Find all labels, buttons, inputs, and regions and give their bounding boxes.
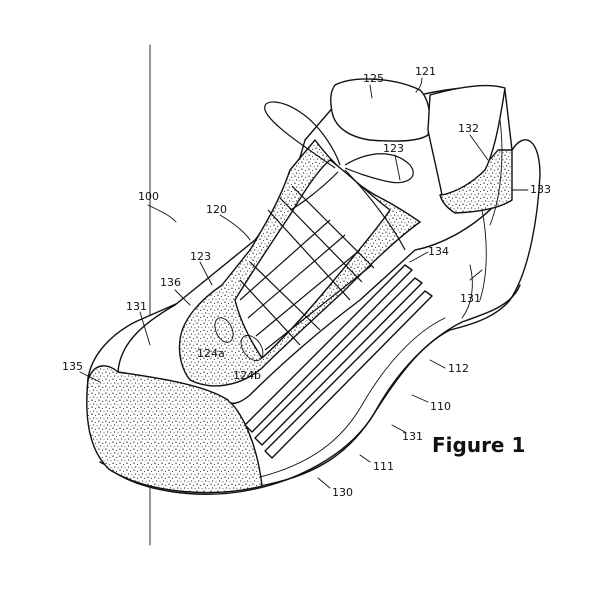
label-125: 125 — [363, 72, 384, 85]
label-135: 135 — [62, 360, 83, 373]
label-131-right: 131 — [460, 292, 481, 305]
figure-caption: Figure 1 — [432, 433, 525, 457]
midsole-line-inner — [255, 317, 446, 479]
label-112: 112 — [448, 362, 469, 375]
heel-line-2 — [461, 264, 473, 319]
label-124b: 124b — [233, 369, 261, 382]
label-100: 100 — [138, 190, 159, 203]
label-123-left: 123 — [190, 250, 211, 263]
heel-line-3 — [489, 119, 503, 226]
side-stripes — [244, 264, 433, 459]
label-131-bottom: 131 — [402, 430, 423, 443]
label-132: 132 — [458, 122, 479, 135]
tongue — [330, 78, 431, 142]
lace-tip-124a — [214, 317, 234, 343]
label-123-top: 123 — [383, 142, 404, 155]
lace-tip-124b — [240, 334, 264, 362]
label-111: 111 — [373, 460, 394, 473]
label-134: 134 — [428, 245, 449, 258]
leader-lines — [79, 77, 529, 489]
label-130: 130 — [332, 486, 353, 499]
label-133: 133 — [530, 183, 551, 196]
label-110: 110 — [430, 400, 451, 413]
laces — [239, 101, 414, 351]
label-136: 136 — [160, 276, 181, 289]
label-120: 120 — [206, 203, 227, 216]
label-131-left: 131 — [126, 300, 147, 313]
label-124a: 124a — [197, 347, 225, 360]
heel-line — [479, 209, 487, 301]
label-121: 121 — [415, 65, 436, 78]
heel-collar — [427, 84, 506, 196]
